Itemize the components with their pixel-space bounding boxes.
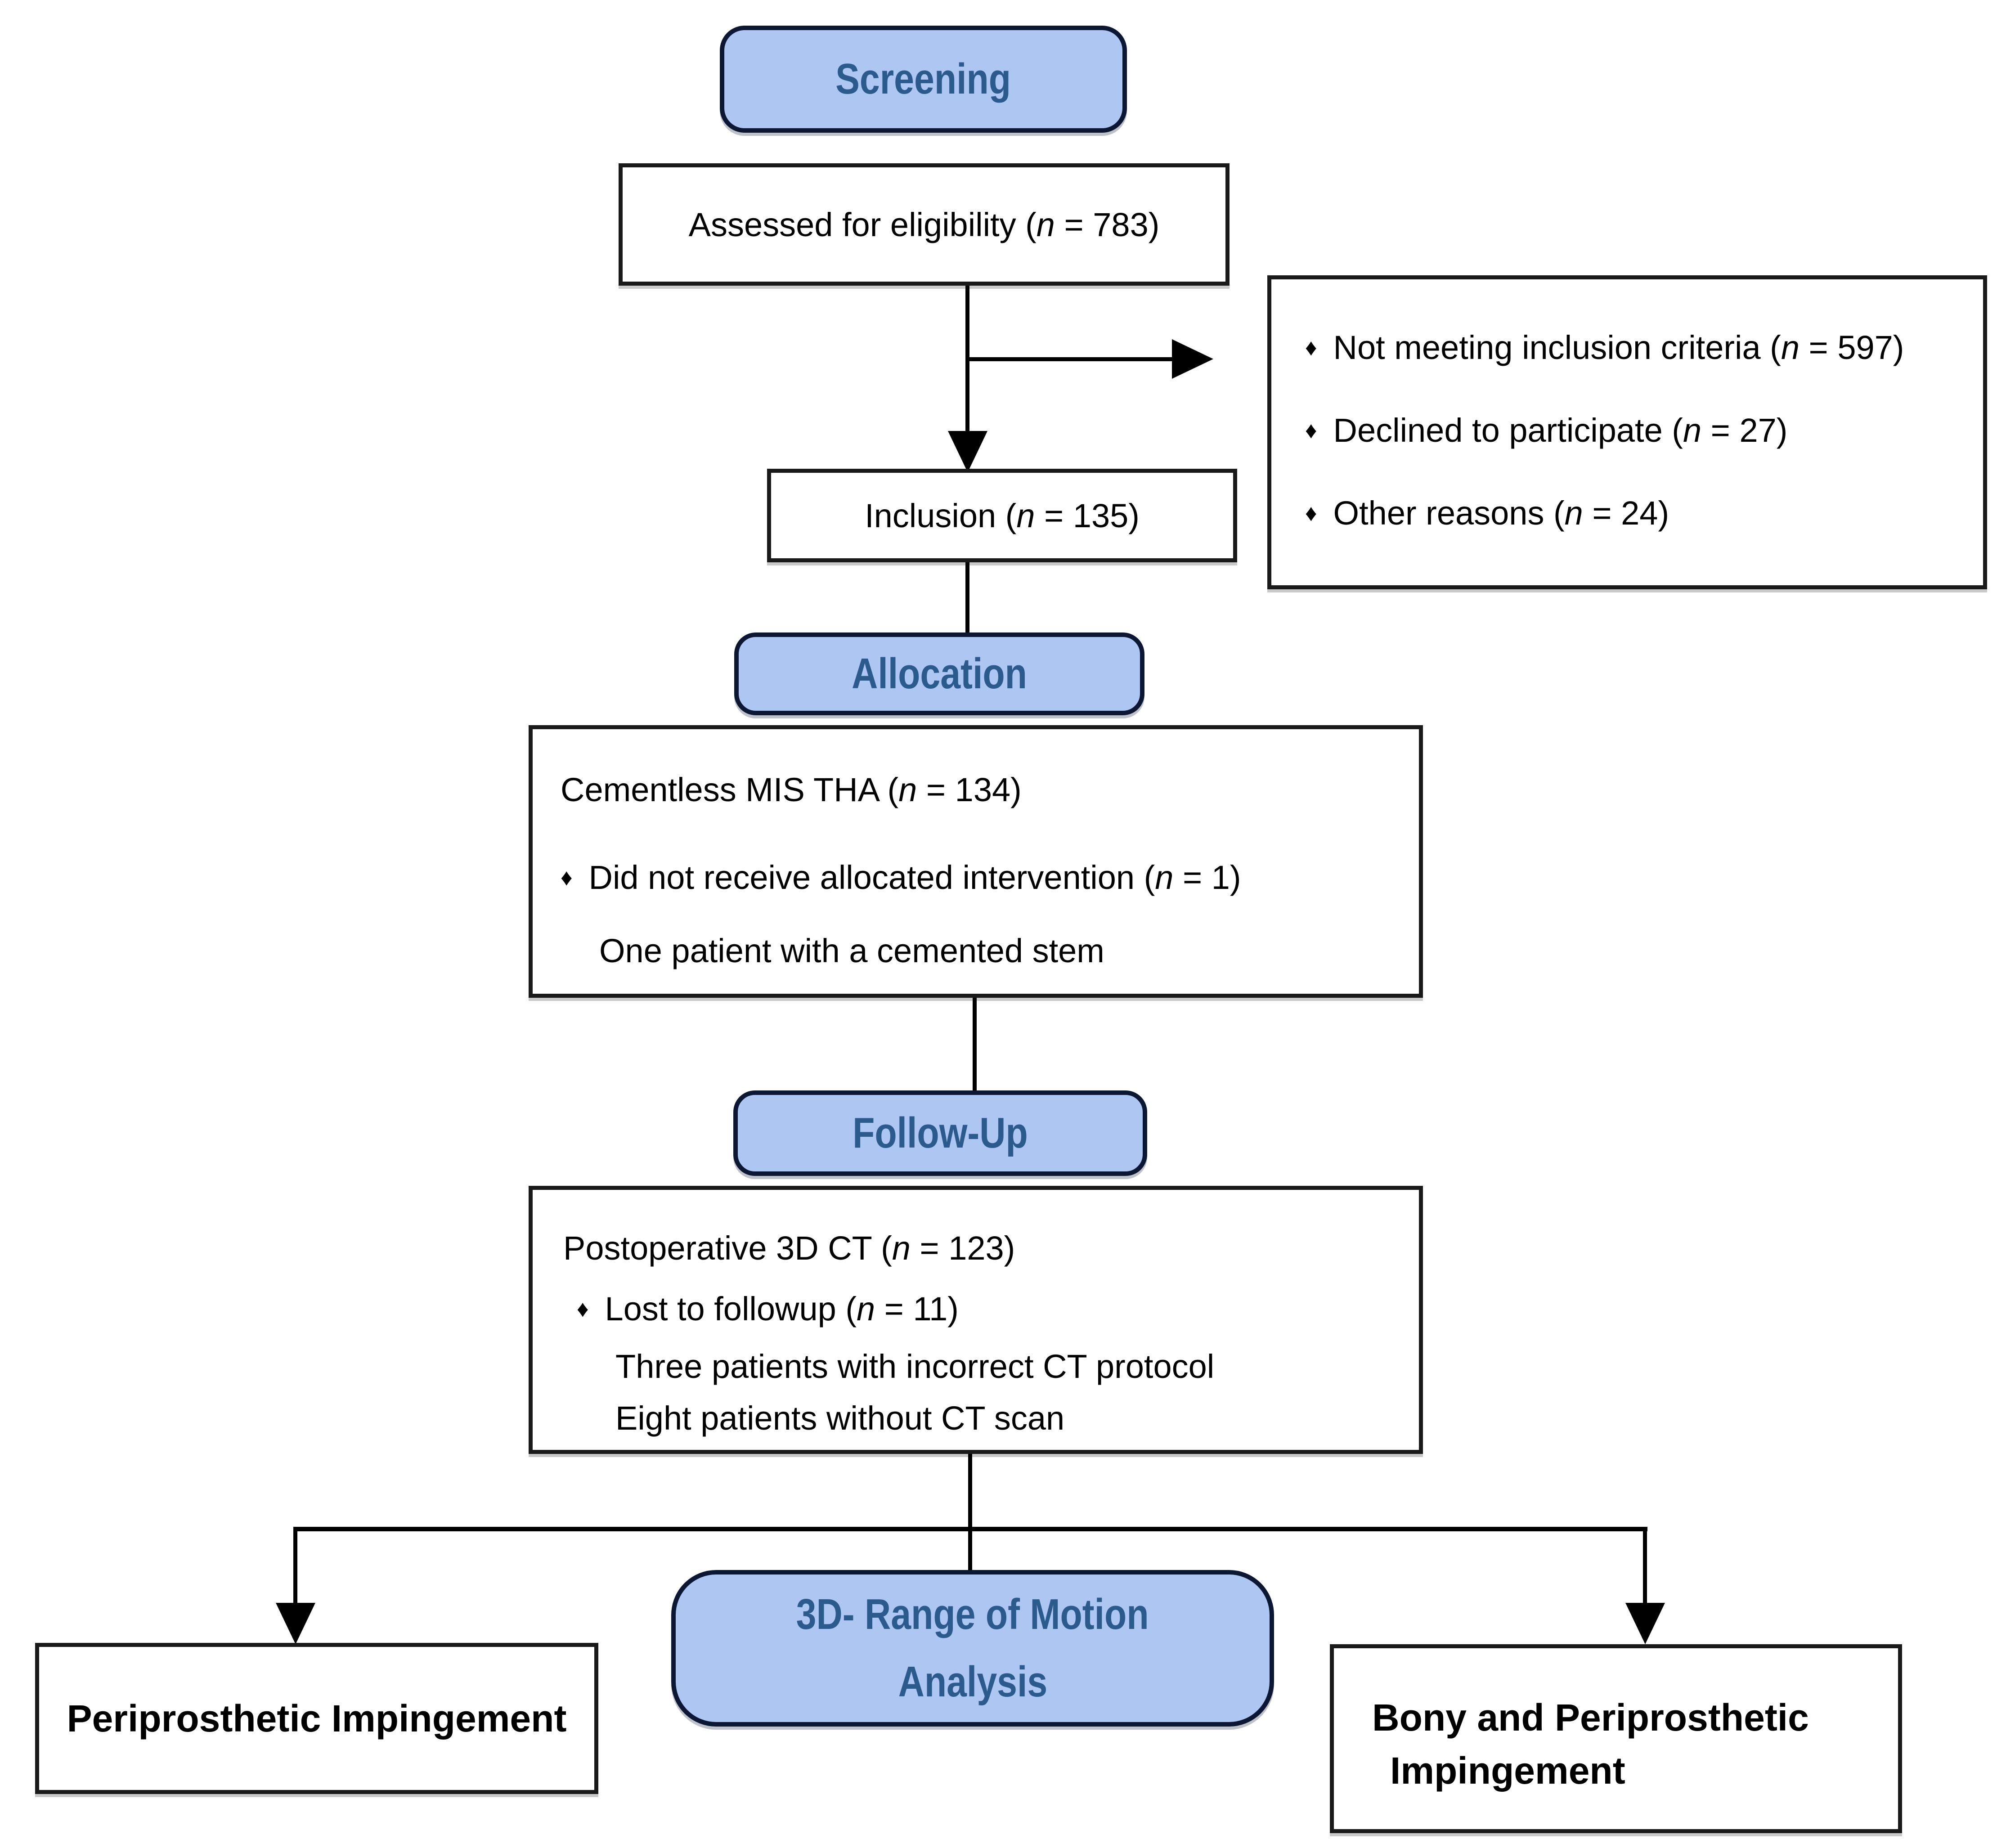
bullet-diamond-icon: ♦ — [1305, 500, 1317, 526]
excluded-item: ♦ Other reasons (n = 24) — [1305, 474, 1983, 556]
connector-inclusion-allocation — [965, 562, 969, 633]
followup-bullet-line: ♦ Lost to followup (n = 11) — [577, 1287, 1401, 1335]
stage-allocation-label: Allocation — [852, 650, 1027, 698]
followup-note: Three patients with incorrect CT protoco… — [615, 1348, 1215, 1385]
bullet-diamond-icon: ♦ — [561, 865, 573, 891]
excluded-item-1-pre: Declined to participate ( — [1333, 412, 1683, 449]
excluded-item-2-n: n — [1564, 494, 1583, 532]
excluded-item-0-pre: Not meeting inclusion criteria ( — [1333, 329, 1781, 366]
box-excluded: ♦Not meeting inclusion criteria (n = 597… — [1267, 275, 1987, 589]
outcome-right-line1: Bony and Periprosthetic — [1372, 1696, 1809, 1739]
bullet-diamond-icon: ♦ — [1305, 417, 1317, 444]
box-outcome-periprosthetic: Periprosthetic Impingement — [35, 1643, 598, 1794]
followup-title: Postoperative 3D CT (n = 123) — [563, 1226, 1401, 1271]
allocation-title: Cementless MIS THA (n = 134) — [561, 767, 1401, 812]
connector-branch-right — [1643, 1529, 1647, 1605]
excluded-item-0-n: n — [1781, 329, 1800, 366]
box-followup-detail: Postoperative 3D CT (n = 123) ♦Lost to f… — [529, 1186, 1423, 1454]
allocation-title-pre: Cementless MIS THA ( — [561, 771, 899, 808]
followup-note: Eight patients without CT scan — [615, 1399, 1065, 1437]
connector-followup-branch — [968, 1454, 972, 1529]
stage-rom-analysis: 3D- Range of Motion Analysis — [671, 1570, 1274, 1727]
assessed-text-post: = 783) — [1055, 206, 1160, 243]
excluded-item-2-post: = 24) — [1583, 494, 1669, 532]
connector-branch-left — [293, 1529, 297, 1605]
connector-branch-center — [968, 1529, 972, 1571]
connector-allocation-followup — [973, 998, 977, 1090]
allocation-title-post: = 134) — [917, 771, 1022, 808]
inclusion-text: Inclusion (n = 135) — [865, 497, 1140, 535]
inclusion-text-pre: Inclusion ( — [865, 497, 1017, 534]
followup-title-post: = 123) — [910, 1229, 1015, 1267]
excluded-item-1-n: n — [1683, 412, 1702, 449]
followup-bullet-post: = 11) — [875, 1290, 959, 1328]
followup-title-pre: Postoperative 3D CT ( — [563, 1229, 892, 1267]
followup-title-n: n — [892, 1229, 911, 1267]
allocation-bullet-pre: Did not receive allocated intervention ( — [588, 859, 1155, 896]
allocation-bullet-n: n — [1155, 859, 1174, 896]
stage-rom-label-line1: 3D- Range of Motion — [796, 1590, 1149, 1638]
assessed-text: Assessed for eligibility (n = 783) — [689, 206, 1160, 244]
connector-excluded-branch — [967, 357, 1172, 361]
followup-bullet-pre: Lost to followup ( — [605, 1290, 857, 1328]
allocation-bullet-post: = 1) — [1173, 859, 1241, 896]
allocation-title-n: n — [898, 771, 917, 808]
stage-allocation: Allocation — [734, 632, 1144, 715]
excluded-item-1-post: = 27) — [1701, 412, 1788, 449]
stage-screening: Screening — [720, 26, 1127, 133]
outcome-right-line2: Impingement — [1390, 1749, 1625, 1792]
allocation-note: One patient with a cemented stem — [599, 932, 1104, 969]
arrowhead-down-right-outcome-icon — [1625, 1603, 1665, 1644]
arrowhead-right-excluded-icon — [1172, 339, 1213, 379]
excluded-item-0-post: = 597) — [1799, 329, 1904, 366]
box-outcome-bony-periprosthetic: Bony and Periprosthetic Impingement — [1330, 1644, 1902, 1833]
excluded-item: ♦ Declined to participate (n = 27) — [1305, 391, 1983, 474]
assessed-text-pre: Assessed for eligibility ( — [688, 206, 1037, 243]
stage-rom-label-line2: Analysis — [898, 1658, 1047, 1706]
box-allocation-detail: Cementless MIS THA (n = 134) ♦Did not re… — [529, 725, 1423, 998]
excluded-item: ♦ Not meeting inclusion criteria (n = 597… — [1305, 308, 1983, 391]
arrowhead-down-inclusion-icon — [948, 431, 987, 472]
arrowhead-down-left-outcome-icon — [276, 1603, 315, 1644]
inclusion-n: n — [1016, 497, 1035, 534]
outcome-left-label: Periprosthetic Impingement — [67, 1697, 567, 1740]
excluded-item-2-pre: Other reasons ( — [1333, 494, 1565, 532]
stage-followup: Follow-Up — [733, 1090, 1147, 1176]
stage-screening-label: Screening — [835, 55, 1011, 103]
allocation-bullet-line: ♦ Did not receive allocated intervention … — [561, 855, 1401, 904]
inclusion-text-post: = 135) — [1035, 497, 1140, 534]
box-assessed: Assessed for eligibility (n = 783) — [619, 163, 1230, 286]
stage-followup-label: Follow-Up — [853, 1109, 1028, 1157]
assessed-n: n — [1036, 206, 1055, 243]
box-inclusion: Inclusion (n = 135) — [767, 469, 1237, 562]
bullet-diamond-icon: ♦ — [577, 1296, 589, 1322]
followup-bullet-n: n — [856, 1290, 875, 1328]
bullet-diamond-icon: ♦ — [1305, 335, 1317, 361]
